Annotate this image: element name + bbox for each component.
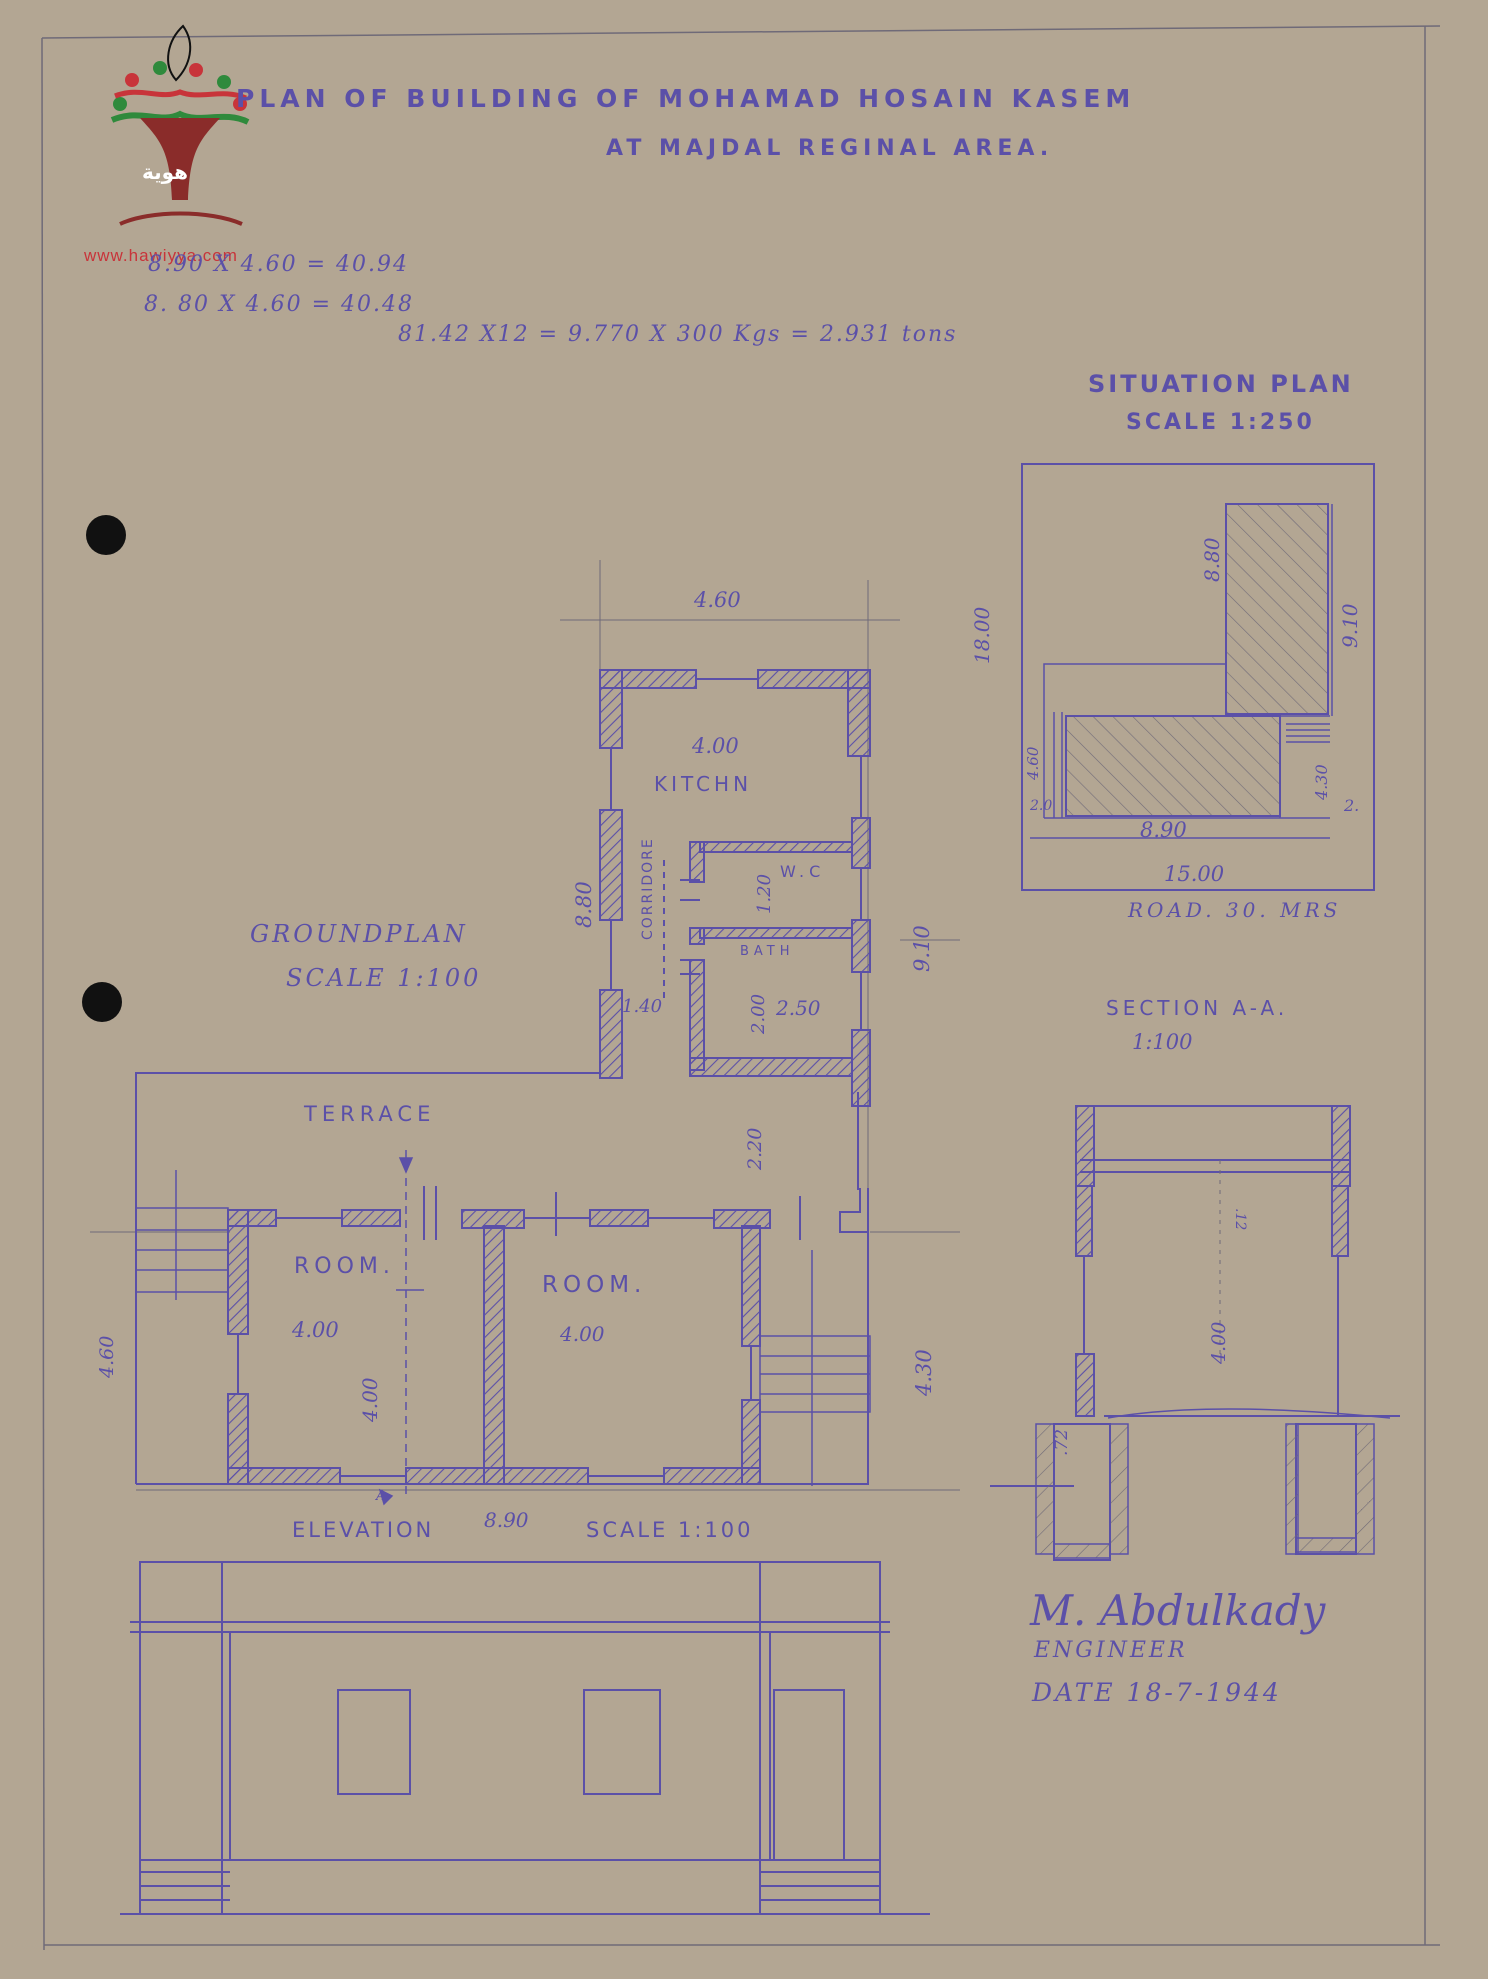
gp-dim-430-right: 4.30	[912, 1349, 936, 1396]
punch-hole-top	[86, 515, 126, 555]
gp-terrace-label: TERRACE	[304, 1102, 436, 1126]
gp-bath-width: 2.50	[776, 996, 821, 1020]
drawing-date: DATE 18-7-1944	[1032, 1678, 1282, 1707]
sit-dim-20b: 2.	[1344, 796, 1360, 815]
sit-dim-1800: 18.00	[970, 606, 994, 664]
watermark-logo	[110, 24, 250, 226]
gp-corridor-label: CORRIDORE	[640, 837, 656, 940]
gp-section-mark: A	[376, 1488, 387, 1504]
elevation-title: ELEVATION	[292, 1518, 435, 1542]
title-line-2: AT MAJDAL REGINAL AREA.	[606, 136, 1054, 161]
section-height: 4.00	[1208, 1321, 1230, 1364]
sit-dim-460: 4.60	[1024, 746, 1042, 780]
ground-plan-title: GROUNDPLAN	[250, 920, 468, 948]
elevation	[120, 1561, 930, 1915]
gp-dim-460-top: 4.60	[694, 588, 741, 612]
ground-plan	[90, 560, 960, 1506]
gp-room2-label: ROOM.	[542, 1272, 647, 1298]
gp-room1-label: ROOM.	[294, 1254, 395, 1279]
gp-dim-460-left: 4.60	[96, 1335, 118, 1378]
elevation-width: 8.90	[484, 1508, 529, 1532]
sit-dim-20a: 2.0	[1030, 798, 1053, 814]
gp-dim-880: 8.80	[572, 881, 596, 928]
punch-hole-bottom	[82, 982, 122, 1022]
title-line-1: PLAN OF BUILDING OF MOHAMAD HOSAIN KASEM	[236, 84, 1136, 113]
logo-arabic-text: هوية	[142, 160, 189, 184]
calc-line-2: 8. 80 X 4.60 = 40.48	[144, 292, 415, 317]
sit-dim-910: 9.10	[1338, 603, 1362, 648]
gp-room1-dim-vertical: 4.00	[358, 1377, 382, 1422]
section-dim-72: .72	[1052, 1428, 1072, 1456]
section-scale: 1:100	[1132, 1030, 1193, 1054]
gp-bath-dim: 2.00	[748, 993, 769, 1034]
gp-wc-dim: 1.20	[754, 873, 775, 914]
sit-dim-880: 8.80	[1200, 537, 1224, 582]
gp-bath-label: BATH	[740, 944, 795, 959]
sit-dim-430: 4.30	[1312, 764, 1331, 800]
situation-plan	[1021, 463, 1375, 891]
section-dim-12: .12	[1232, 1208, 1248, 1231]
ground-plan-scale: SCALE 1:100	[286, 964, 482, 992]
gp-room1-dim: 4.00	[292, 1318, 339, 1342]
gp-room2-dim: 4.00	[560, 1322, 605, 1346]
engineer-signature: M. Abdulkady	[1030, 1586, 1326, 1635]
section-title: SECTION A-A.	[1106, 996, 1289, 1020]
calc-line-3: 81.42 X12 = 9.770 X 300 Kgs = 2.931 tons	[398, 322, 958, 347]
gp-corridor-width: 1.40	[622, 996, 663, 1017]
sit-dim-1500: 15.00	[1164, 862, 1225, 886]
sheet-border	[41, 25, 1441, 1951]
gp-dim-220: 2.20	[744, 1127, 766, 1170]
situation-plan-title: SITUATION PLAN	[1088, 370, 1354, 398]
road-label: ROAD. 30. MRS	[1128, 898, 1342, 922]
situation-plan-scale: SCALE 1:250	[1126, 410, 1315, 435]
gp-kitchen-label: KITCHN	[654, 772, 753, 796]
gp-wc-label: W.C	[780, 862, 826, 881]
logo-url-text: www.hawiyya.com	[84, 246, 238, 265]
gp-kitchen-dim: 4.00	[692, 734, 739, 758]
engineer-role: ENGINEER	[1034, 1638, 1188, 1663]
section-aa	[990, 1105, 1400, 1561]
calc-line-1: 8.90 X 4.60 = 40.94	[148, 252, 410, 277]
elevation-scale: SCALE 1:100	[586, 1518, 754, 1542]
gp-dim-910: 9.10	[910, 925, 934, 972]
sit-dim-890: 8.90	[1140, 818, 1187, 842]
